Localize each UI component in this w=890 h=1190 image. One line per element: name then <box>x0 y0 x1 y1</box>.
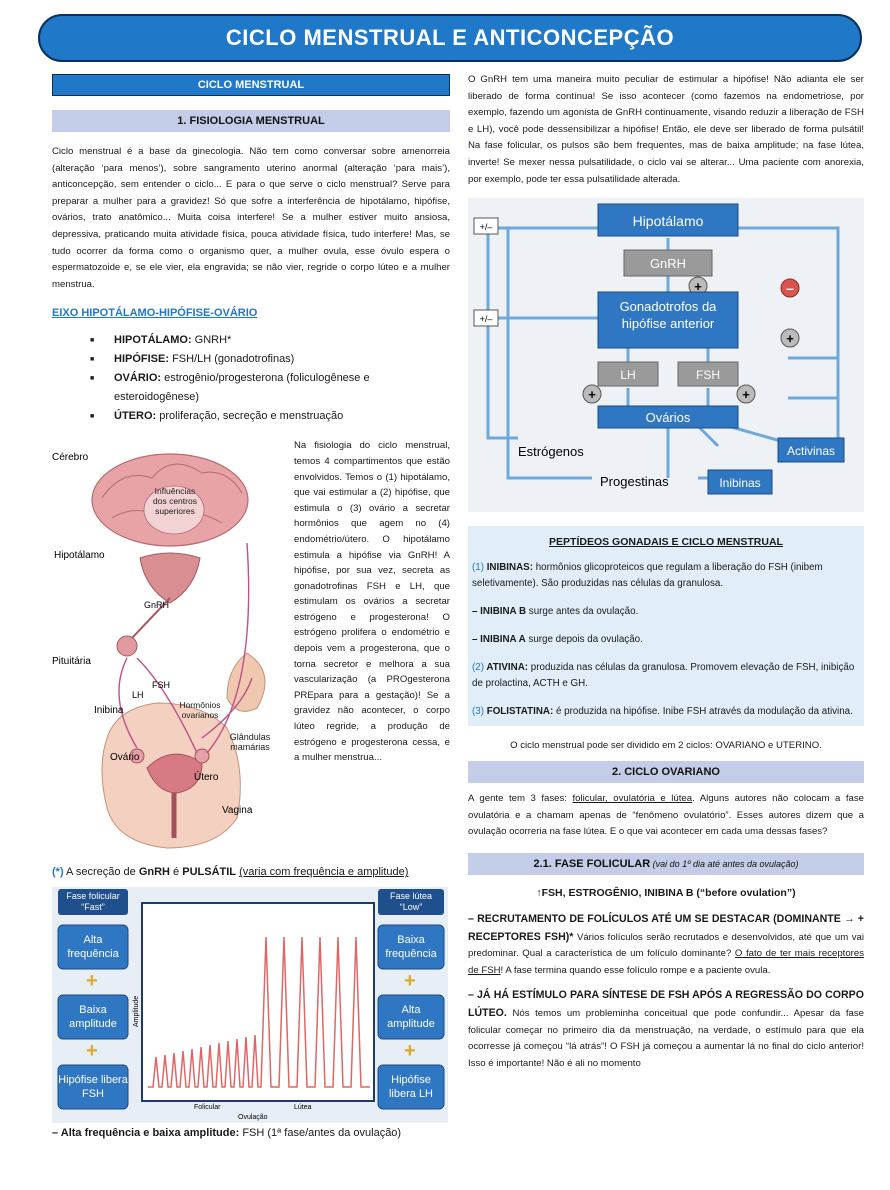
diagram-lh: LH <box>620 368 635 382</box>
pulse-wave-line <box>148 937 370 1089</box>
right-phase-title: Fase lútea “Low” <box>389 891 433 913</box>
cycle-note: O ciclo menstrual pode ser dividido em 2… <box>510 740 822 752</box>
figure-description: Na fisiologia do ciclo menstrual, temos … <box>294 440 450 764</box>
diagram-gonadotrofos: Gonadotrofos da hipófise anterior <box>619 299 717 332</box>
peptide-inibinas: (1) INIBINAS: hormônios glicoproteicos q… <box>472 562 823 590</box>
axis-title: EIXO HIPOTÁLAMO-HIPÓFISE-OVÁRIO <box>52 307 258 320</box>
follicular-header: 2.1. FASE FOLICULAR (vai do 1º dia até a… <box>468 852 864 875</box>
label-utero: Útero <box>194 770 219 783</box>
x-label-ovulacao: Ovulação <box>238 1114 268 1121</box>
label-lh: LH <box>132 690 144 700</box>
right-box-2: Alta amplitude <box>387 1004 435 1031</box>
diagram-estrogenos: Estrógenos <box>518 444 584 459</box>
x-label-lutea: Lútea <box>294 1104 312 1111</box>
page-title: CICLO MENSTRUAL E ANTICONCEPÇÃO <box>38 14 862 62</box>
left-box-1: Alta frequência <box>67 934 119 961</box>
left-box-3: Hipófise libera FSH <box>58 1074 128 1101</box>
diagram-inibinas: Inibinas <box>719 476 760 490</box>
left-column: CICLO MENSTRUAL 1. FISIOLOGIA MENSTRUAL … <box>52 74 450 1139</box>
subsection-header-fisiologia: 1. FISIOLOGIA MENSTRUAL <box>52 110 450 132</box>
bottom-caption: – Alta frequência e baixa amplitude: FSH… <box>52 1127 402 1140</box>
label-influencias: Influências dos centros superiores <box>153 486 197 517</box>
section-header-ciclo-menstrual: CICLO MENSTRUAL <box>52 74 450 96</box>
diagram-fsh: FSH <box>696 368 720 382</box>
label-fsh: FSH <box>152 680 170 690</box>
label-vagina: Vagina <box>222 805 253 816</box>
label-pituitaria: Pituitária <box>52 656 91 667</box>
axis-item-utero: ÚTERO: proliferação, secreção e menstrua… <box>90 407 450 426</box>
gnrh-paragraph: O GnRH tem uma maneira muito peculiar de… <box>468 74 864 185</box>
right-box-1: Baixa frequência <box>385 934 437 961</box>
intro-paragraph: Ciclo menstrual é a base da ginecologia.… <box>52 146 450 290</box>
pulsatile-note: (*) A secreção de GnRH é PULSÁTIL (varia… <box>52 866 409 879</box>
peptide-ativina: (2) ATIVINA: produzida nas células da gr… <box>472 662 855 690</box>
recruitment-paragraph: – RECRUTAMENTO DE FOLÍCULOS ATÉ UM SE DE… <box>468 912 865 976</box>
plusminus-icon: +/– <box>480 314 493 324</box>
axis-item-hipofise: HIPÓFISE: FSH/LH (gonadotrofinas) <box>90 350 450 369</box>
plus-icon: + <box>694 279 702 294</box>
plusminus-icon: +/– <box>480 222 493 232</box>
peptide-inibina-b: – INIBINA B surge antes da ovulação. <box>472 606 639 618</box>
plus-icon: + <box>404 970 416 992</box>
label-glandulas: Glândulas mamárias <box>229 732 271 753</box>
peptide-folistatina: (3) FOLISTATINA: é produzida na hipófise… <box>472 706 853 718</box>
label-hormonios: Hormônios ovarianos <box>179 700 221 721</box>
left-box-2: Baixa amplitude <box>69 1004 117 1031</box>
peptide-inibina-a: – INIBINA A surge depois da ovulação. <box>472 634 643 646</box>
peptides-title: PEPTÍDEOS GONADAIS E CICLO MENSTRUAL <box>549 536 783 549</box>
y-label-amplitude: Amplitude <box>133 996 140 1027</box>
ovarian-paragraph: A gente tem 3 fases: folicular, ovulatór… <box>468 793 864 838</box>
follicular-key: ↑FSH, ESTROGÊNIO, INIBINA B (“before ovu… <box>536 886 796 899</box>
plus-icon: + <box>404 1040 416 1062</box>
minus-icon: – <box>786 280 794 296</box>
diagram-hipotalamo: Hipotálamo <box>633 213 704 229</box>
right-box-3: Hipófise libera LH <box>388 1074 434 1101</box>
diagram-gnrh: GnRH <box>650 256 686 271</box>
label-cerebro: Cérebro <box>52 452 89 463</box>
peptides-panel: PEPTÍDEOS GONADAIS E CICLO MENSTRUAL (1)… <box>468 526 864 727</box>
label-ovario: Ovário <box>110 752 140 763</box>
diagram-activinas: Activinas <box>787 444 835 458</box>
pulse-chart: Fase folicular “Fast” Alta frequência Ba… <box>52 887 448 1124</box>
axis-figure-area: Cérebro Influências dos centros superior… <box>52 438 450 858</box>
anatomy-figure: Cérebro Influências dos centros superior… <box>52 452 271 849</box>
axis-item-ovario: OVÁRIO: estrogênio/progesterona (folicul… <box>90 369 450 407</box>
label-gnrh: GnRH <box>144 600 169 610</box>
diagram-ovarios: Ovários <box>646 410 691 425</box>
diagram-progestinas: Progestinas <box>600 474 669 489</box>
label-inibina: Inibina <box>94 705 124 716</box>
axis-list: HIPOTÁLAMO: GNRH* HIPÓFISE: FSH/LH (gona… <box>90 331 450 426</box>
x-label-folicular: Folicular <box>194 1104 221 1111</box>
label-hipotalamo: Hipotálamo <box>54 550 105 561</box>
plus-icon: + <box>86 970 98 992</box>
axis-item-hipotalamo: HIPOTÁLAMO: GNRH* <box>90 331 450 350</box>
pulse-waves <box>148 937 370 1089</box>
ovarian-cycle-header: 2. CICLO OVARIANO <box>468 761 864 784</box>
stimulus-paragraph: – JÁ HÁ ESTÍMULO PARA SÍNTESE DE FSH APÓ… <box>468 989 864 1069</box>
plus-icon: + <box>86 1040 98 1062</box>
plus-icon: + <box>786 331 794 346</box>
plus-icon: + <box>742 387 750 402</box>
plus-icon: + <box>588 387 596 402</box>
left-phase-title: Fase folicular “Fast” <box>66 891 120 913</box>
right-column: O GnRH tem uma maneira muito peculiar de… <box>468 72 864 1072</box>
feedback-diagram: Hipotálamo GnRH + Gonadotrofos da hipófi… <box>468 198 864 513</box>
